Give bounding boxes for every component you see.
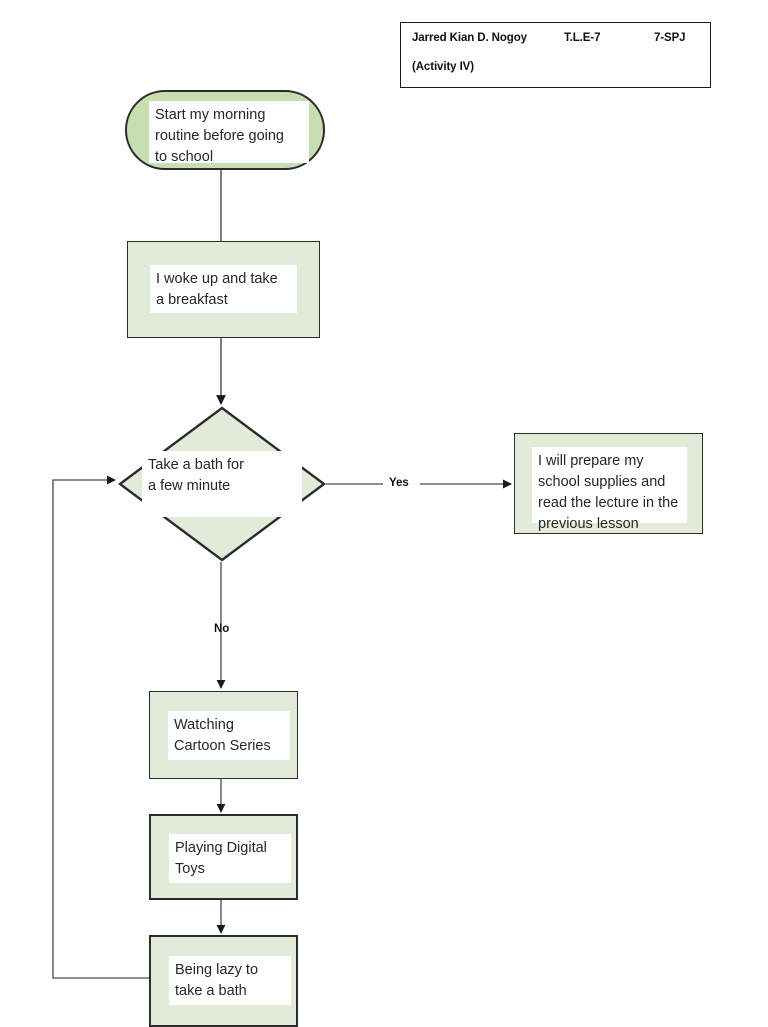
node-prepare-supplies-plate: I will prepare my school supplies and re…	[532, 447, 687, 532]
node-playing-digital-toys-label: Playing Digital Toys	[175, 840, 267, 877]
subject-code: T.L.E-7	[564, 32, 601, 44]
node-being-lazy[interactable]: Being lazy to take a bath	[149, 935, 298, 1027]
node-prepare-supplies[interactable]: I will prepare my school supplies and re…	[514, 433, 703, 534]
node-take-a-bath-decision[interactable]: Take a bath for a few minute	[118, 406, 326, 562]
node-being-lazy-plate: Being lazy to take a bath	[169, 956, 291, 1005]
node-start[interactable]: Start my morning routine before going to…	[125, 90, 325, 170]
node-woke-up-label: I woke up and take a breakfast	[156, 271, 278, 308]
node-woke-up[interactable]: I woke up and take a breakfast	[127, 241, 320, 338]
edge-label-no: No	[214, 623, 230, 635]
node-playing-digital-toys-plate: Playing Digital Toys	[169, 834, 291, 883]
edge-label-yes: Yes	[389, 477, 409, 489]
node-woke-up-plate: I woke up and take a breakfast	[150, 265, 297, 313]
node-being-lazy-label: Being lazy to take a bath	[175, 962, 259, 999]
node-watching-cartoons-plate: Watching Cartoon Series	[168, 711, 290, 760]
node-take-a-bath-label: Take a bath for a few minute	[148, 457, 244, 494]
node-start-label: Start my morning routine before going to…	[155, 107, 284, 165]
student-info-line-1: Jarred Kian D. Nogoy T.L.E-7 7-SPJ	[412, 32, 686, 44]
student-info-box: Jarred Kian D. Nogoy T.L.E-7 7-SPJ (Activi…	[400, 22, 711, 88]
activity-label: (Activity IV)	[412, 61, 474, 73]
student-info-line-2: (Activity IV)	[412, 61, 474, 73]
node-playing-digital-toys[interactable]: Playing Digital Toys	[149, 814, 298, 900]
node-watching-cartoons[interactable]: Watching Cartoon Series	[149, 691, 298, 779]
student-name: Jarred Kian D. Nogoy	[412, 32, 527, 44]
node-watching-cartoons-label: Watching Cartoon Series	[174, 717, 271, 754]
node-prepare-supplies-label: I will prepare my school supplies and re…	[538, 453, 679, 532]
section-code: 7-SPJ	[654, 32, 686, 44]
node-take-a-bath-plate: Take a bath for a few minute	[142, 451, 302, 517]
node-start-plate: Start my morning routine before going to…	[149, 101, 309, 165]
